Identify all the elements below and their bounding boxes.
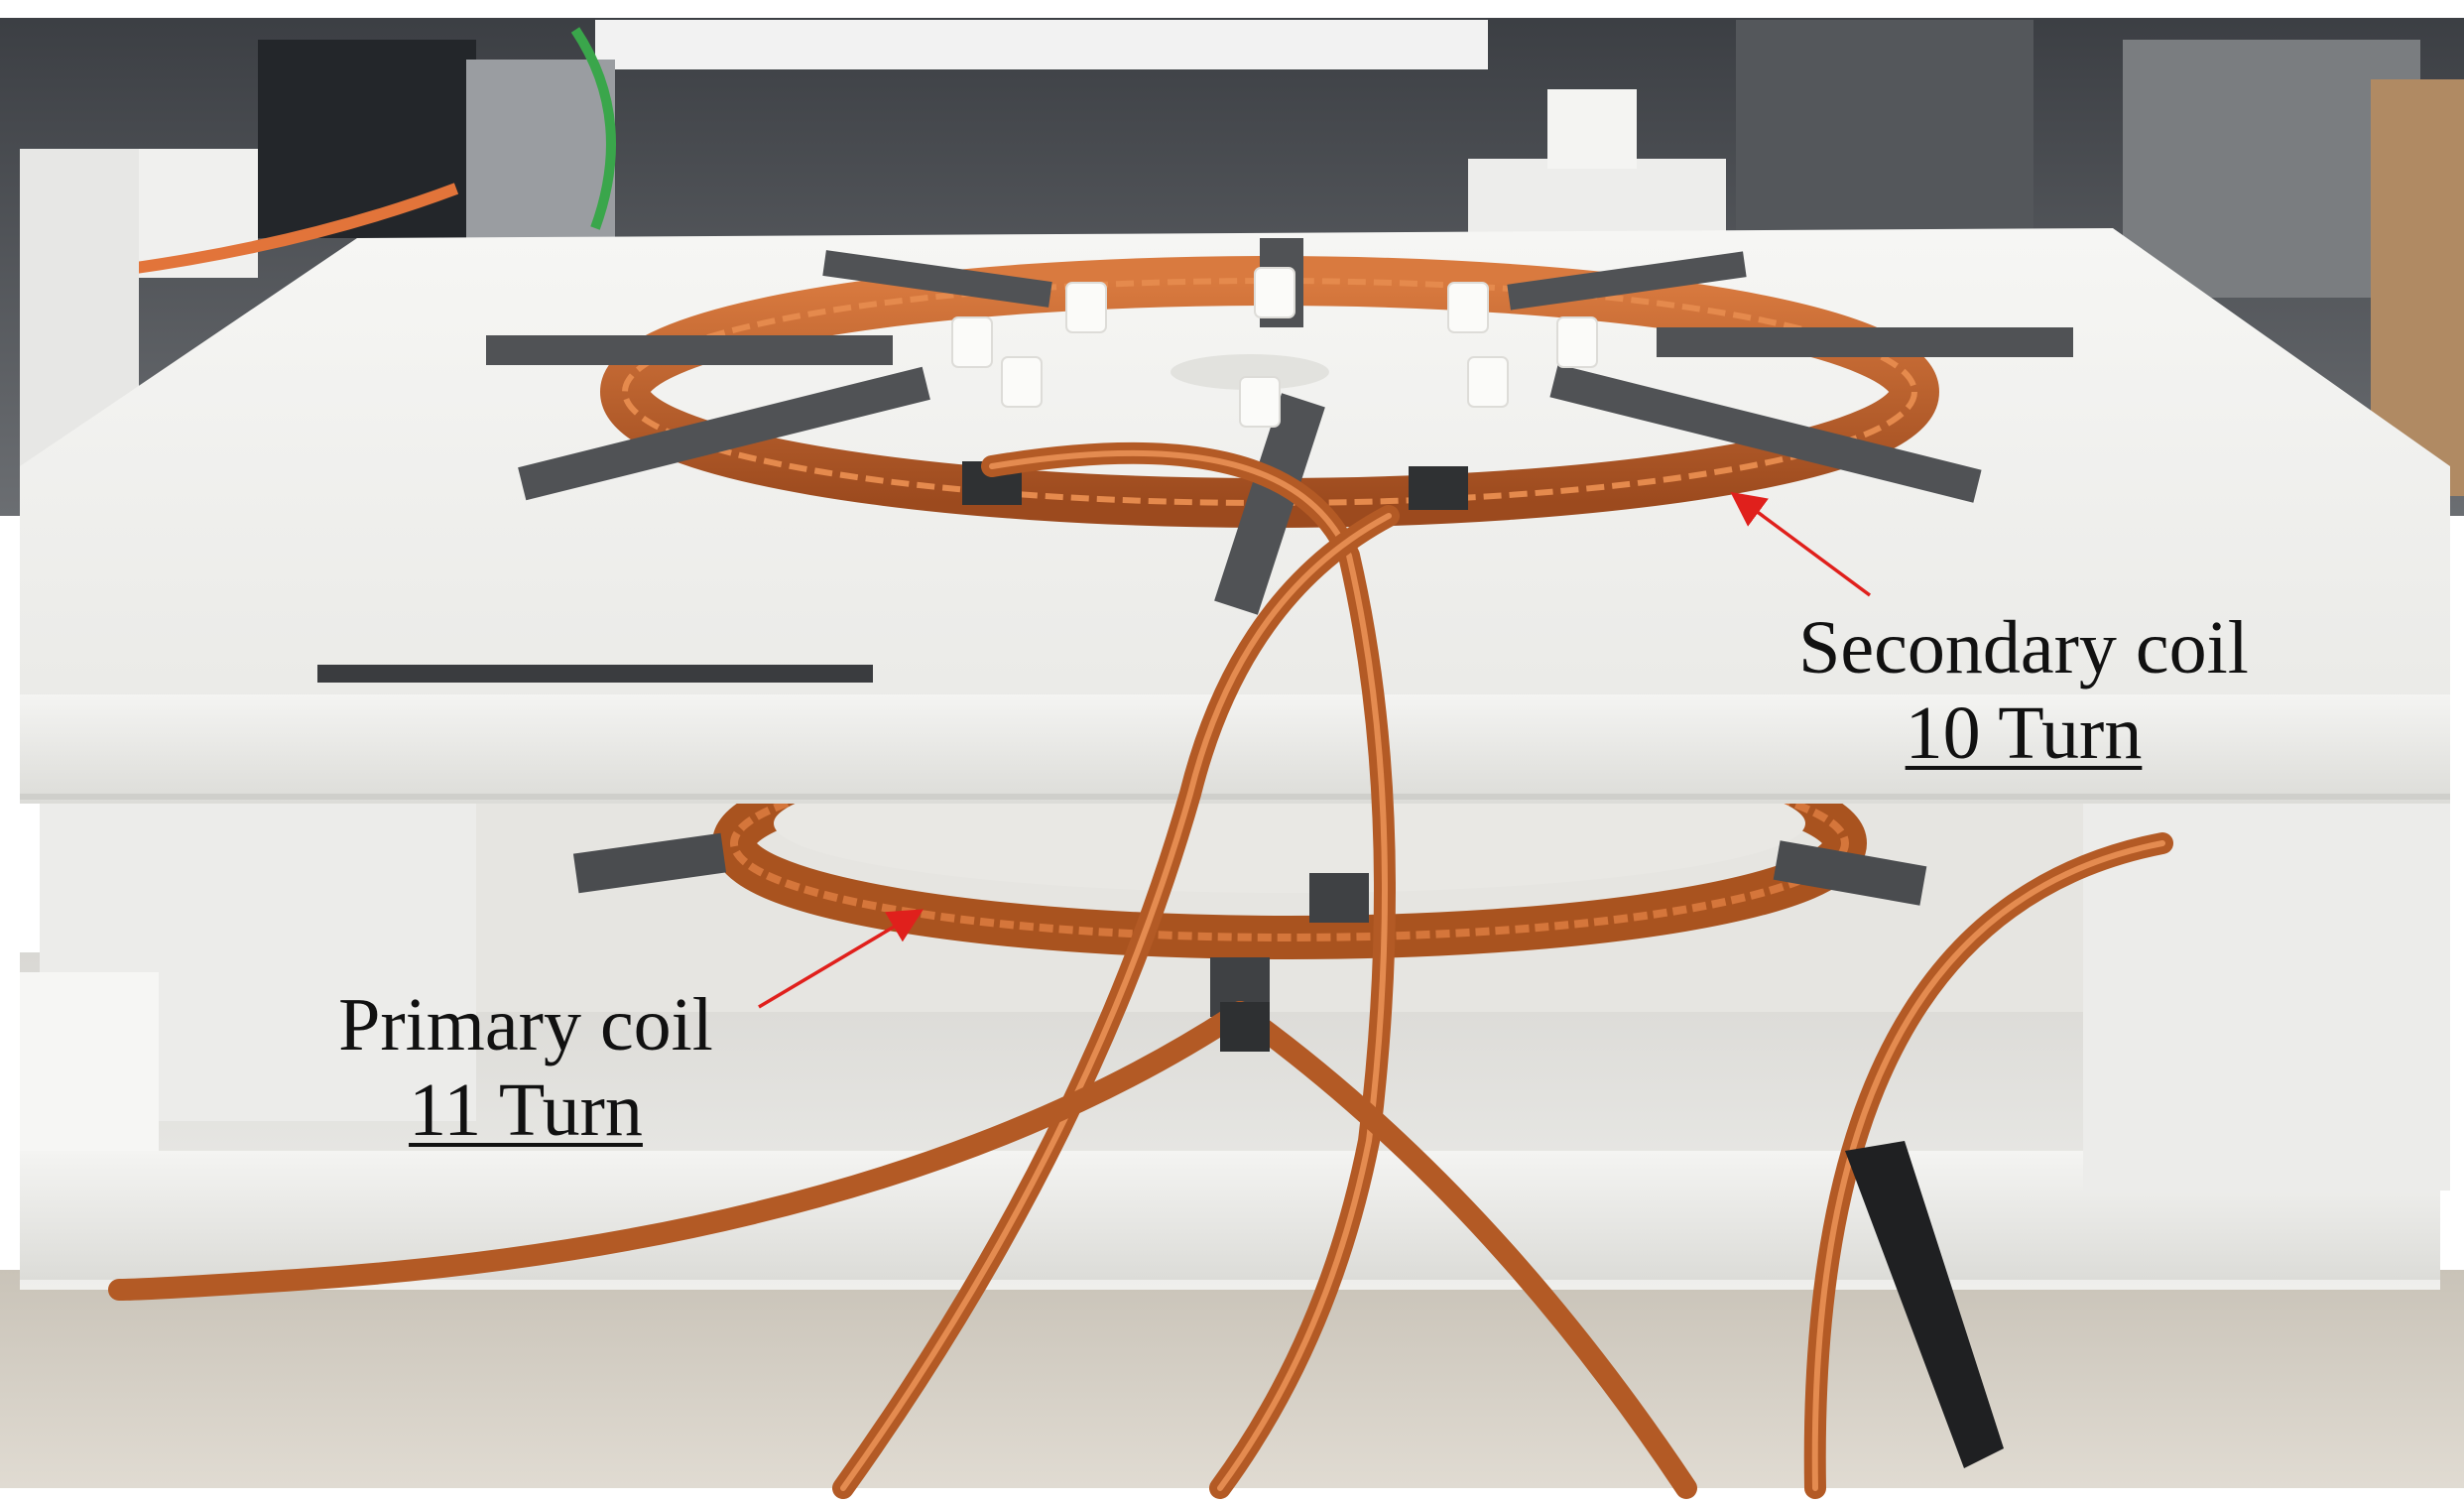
primary-coil-label: Primary coil 11 Turn (258, 982, 794, 1153)
secondary-coil-turns: 10 Turn (1905, 691, 2143, 775)
secondary-coil-label: Secondary coil 10 Turn (1746, 605, 2301, 776)
primary-arrow (758, 909, 924, 1009)
tape-strip (1845, 1141, 2004, 1468)
primary-coil-name: Primary coil (338, 983, 713, 1066)
secondary-arrow (1730, 491, 1872, 597)
secondary-coil-name: Secondary coil (1798, 606, 2249, 689)
ferrite-bars (486, 238, 2073, 615)
primary-coil-turns: 11 Turn (409, 1068, 643, 1152)
spacer-posts (951, 267, 1598, 428)
copper-leads (108, 441, 2173, 1499)
